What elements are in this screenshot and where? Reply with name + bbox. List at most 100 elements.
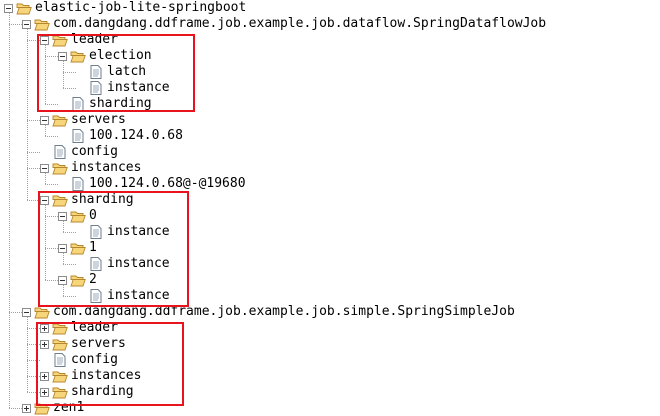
tree-node-label: 100.124.0.68: [89, 128, 183, 143]
tree-connector-line: [63, 264, 76, 265]
expand-plus-icon[interactable]: [40, 339, 49, 349]
folder-open-icon: [52, 161, 68, 175]
highlight-box-simple-job-children: [36, 322, 184, 406]
tree-connector-line: [27, 168, 40, 169]
folder-open-icon: [70, 273, 86, 287]
tree-connector-line: [45, 280, 58, 281]
file-document-icon: [88, 225, 104, 239]
folder-open-icon: [70, 209, 86, 223]
tree-connector-line: [27, 344, 40, 345]
tree-connector-line: [45, 204, 46, 280]
file-document-icon: [88, 65, 104, 79]
tree-node-simple-instances[interactable]: instances: [40, 368, 141, 384]
tree-node-label: instance: [107, 288, 170, 303]
tree-connector-line: [9, 12, 10, 408]
tree-connector-line: [9, 24, 22, 25]
tree-node-label: 2: [89, 272, 97, 287]
tree-connector-line: [45, 124, 46, 136]
tree-node-election[interactable]: election: [58, 48, 152, 64]
tree-node-label: sharding: [71, 192, 134, 207]
tree-connector-line: [27, 328, 40, 329]
tree-node-label: instances: [71, 160, 142, 175]
tree-node-instance-id[interactable]: 100.124.0.68@-@19680: [58, 176, 246, 192]
expand-plus-icon[interactable]: [40, 387, 49, 397]
tree-connector-line: [45, 216, 58, 217]
collapse-minus-icon[interactable]: [40, 35, 49, 45]
tree-connector-line: [45, 136, 58, 137]
tree-connector-line: [27, 120, 40, 121]
tree-connector-line: [27, 152, 40, 153]
tree-node-label: instance: [107, 256, 170, 271]
tree-connector-line: [27, 200, 40, 201]
tree-connector-line: [63, 296, 76, 297]
tree-node-root[interactable]: elastic-job-lite-springboot: [4, 0, 246, 16]
tree-node-server-ip[interactable]: 100.124.0.68: [58, 128, 183, 144]
tree-node-sharding[interactable]: sharding: [40, 192, 134, 208]
tree-node-latch[interactable]: latch: [76, 64, 146, 80]
tree-node-shard-1[interactable]: 1: [58, 240, 97, 256]
file-document-icon: [70, 177, 86, 191]
tree-node-label: instances: [71, 368, 142, 383]
tree-node-shard-2[interactable]: 2: [58, 272, 97, 288]
tree-node-config[interactable]: config: [40, 144, 118, 160]
collapse-minus-icon[interactable]: [58, 51, 67, 61]
folder-open-icon: [52, 337, 68, 351]
tree-connector-line: [45, 44, 46, 104]
tree-node-leader-sharding[interactable]: sharding: [58, 96, 152, 112]
tree-connector-line: [27, 316, 28, 392]
tree-node-label: com.dangdang.ddframe.job.example.job.sim…: [53, 304, 515, 319]
collapse-minus-icon[interactable]: [22, 307, 31, 317]
tree-node-shard-0-instance[interactable]: instance: [76, 224, 170, 240]
tree-connector-line: [45, 104, 58, 105]
tree-node-dataflow-job[interactable]: com.dangdang.ddframe.job.example.job.dat…: [22, 16, 546, 32]
tree-connector-line: [45, 248, 58, 249]
tree-connector-line: [63, 60, 64, 88]
folder-open-icon: [70, 241, 86, 255]
expand-plus-icon[interactable]: [40, 323, 49, 333]
tree-connector-line: [9, 312, 22, 313]
collapse-minus-icon[interactable]: [40, 195, 49, 205]
expand-plus-icon[interactable]: [22, 403, 31, 413]
tree-node-label: sharding: [89, 96, 152, 111]
collapse-minus-icon[interactable]: [58, 211, 67, 221]
tree-connector-line: [45, 56, 58, 57]
tree-connector-line: [27, 376, 40, 377]
folder-open-icon: [16, 1, 32, 15]
file-document-icon: [70, 129, 86, 143]
tree-node-simple-config[interactable]: config: [40, 352, 118, 368]
collapse-minus-icon[interactable]: [58, 243, 67, 253]
tree-node-simple-job[interactable]: com.dangdang.ddframe.job.example.job.sim…: [22, 304, 515, 320]
tree-node-label: 1: [89, 240, 97, 255]
tree-node-shard-2-instance[interactable]: instance: [76, 288, 170, 304]
file-document-icon: [88, 81, 104, 95]
tree-node-label: 0: [89, 208, 97, 223]
expand-plus-icon[interactable]: [40, 371, 49, 381]
tree-node-servers[interactable]: servers: [40, 112, 126, 128]
tree-connector-line: [63, 220, 64, 232]
tree-connector-line: [27, 28, 28, 200]
tree-node-election-instance[interactable]: instance: [76, 80, 170, 96]
tree-node-instances[interactable]: instances: [40, 160, 141, 176]
collapse-minus-icon[interactable]: [22, 19, 31, 29]
tree-connector-line: [63, 88, 76, 89]
collapse-minus-icon[interactable]: [40, 115, 49, 125]
file-document-icon: [52, 353, 68, 367]
tree-node-simple-sharding[interactable]: sharding: [40, 384, 134, 400]
tree-node-label: servers: [71, 112, 126, 127]
tree-node-shard-1-instance[interactable]: instance: [76, 256, 170, 272]
file-document-icon: [88, 289, 104, 303]
folder-open-icon: [52, 369, 68, 383]
tree-node-shard-0[interactable]: 0: [58, 208, 97, 224]
tree-node-label: sharding: [71, 384, 134, 399]
collapse-minus-icon[interactable]: [58, 275, 67, 285]
tree-node-label: servers: [71, 336, 126, 351]
collapse-minus-icon[interactable]: [40, 163, 49, 173]
tree-connector-line: [45, 172, 46, 184]
tree-connector-line: [45, 184, 58, 185]
tree-connector-line: [27, 360, 40, 361]
tree-node-label: latch: [107, 64, 147, 79]
collapse-minus-icon[interactable]: [4, 3, 13, 13]
tree-node-label: config: [71, 352, 118, 367]
tree-node-simple-servers[interactable]: servers: [40, 336, 126, 352]
